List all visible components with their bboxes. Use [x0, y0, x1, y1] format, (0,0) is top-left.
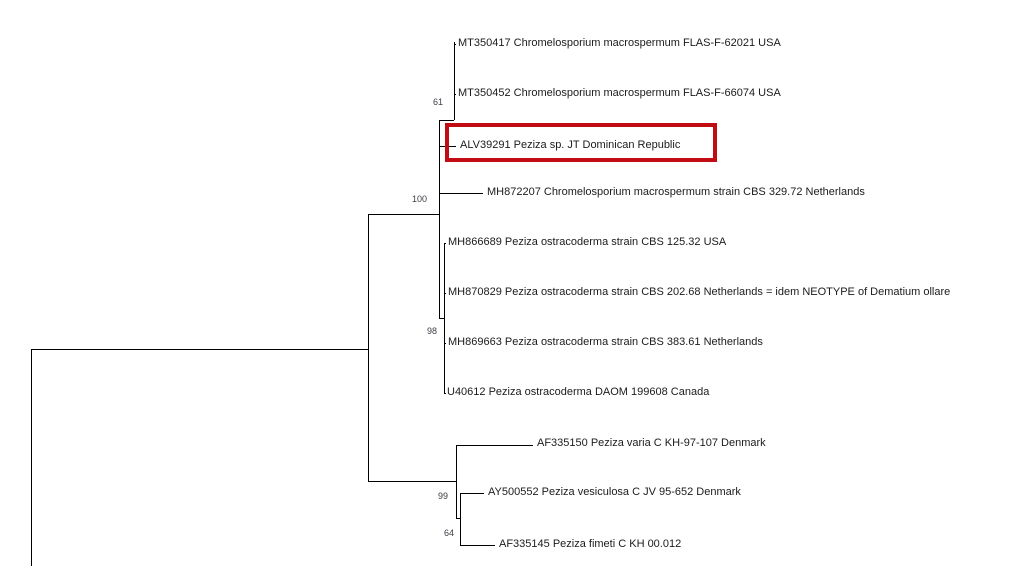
branch-line-horizontal [454, 44, 456, 45]
bootstrap-value: 99 [437, 491, 448, 501]
taxon-label: MT350417 Chromelosporium macrospermum FL… [458, 37, 781, 49]
branch-line-vertical [444, 243, 445, 393]
taxon-label: U40612 Peziza ostracoderma DAOM 199608 C… [447, 386, 710, 398]
taxon-label: MH870829 Peziza ostracoderma strain CBS … [448, 286, 951, 298]
branch-line-vertical [460, 493, 461, 545]
branch-line-vertical [454, 42, 455, 120]
taxon-label: AF335150 Peziza varia C KH-97-107 Denmar… [537, 437, 766, 449]
taxon-label: MH866689 Peziza ostracoderma strain CBS … [448, 236, 727, 248]
branch-line-horizontal [460, 545, 495, 546]
bootstrap-value: 100 [411, 194, 427, 204]
taxon-label: MH872207 Chromelosporium macrospermum st… [487, 186, 865, 198]
branch-line-horizontal [444, 393, 446, 394]
branch-line-vertical [31, 349, 32, 566]
branch-line-horizontal [456, 518, 460, 519]
branch-line-horizontal [439, 318, 444, 319]
branch-line-horizontal [368, 481, 456, 482]
branch-line-vertical [439, 120, 440, 318]
branch-line-horizontal [454, 94, 456, 95]
taxon-label-highlighted: ALV39291 Peziza sp. JT Dominican Republi… [460, 139, 681, 151]
bootstrap-value: 98 [426, 326, 437, 336]
branch-line-horizontal [439, 193, 483, 194]
highlight-box [445, 123, 717, 162]
branch-line-horizontal [444, 343, 446, 344]
branch-line-horizontal [444, 293, 446, 294]
bootstrap-value: 64 [443, 528, 454, 538]
branch-line-horizontal [439, 120, 454, 121]
bootstrap-value: 61 [432, 97, 443, 107]
branch-line-horizontal [460, 493, 484, 494]
branch-line-horizontal [456, 445, 533, 446]
branch-line-horizontal [368, 214, 439, 215]
taxon-label: AF335145 Peziza fimeti C KH 00.012 [499, 538, 682, 550]
branch-line-vertical [456, 445, 457, 518]
taxon-label: MT350452 Chromelosporium macrospermum FL… [458, 87, 781, 99]
branch-line-horizontal [31, 349, 368, 350]
branch-line-vertical [368, 214, 369, 481]
taxon-label: AY500552 Peziza vesiculosa C JV 95-652 D… [488, 486, 741, 498]
taxon-label: MH869663 Peziza ostracoderma strain CBS … [448, 336, 763, 348]
branch-line-horizontal [444, 243, 446, 244]
